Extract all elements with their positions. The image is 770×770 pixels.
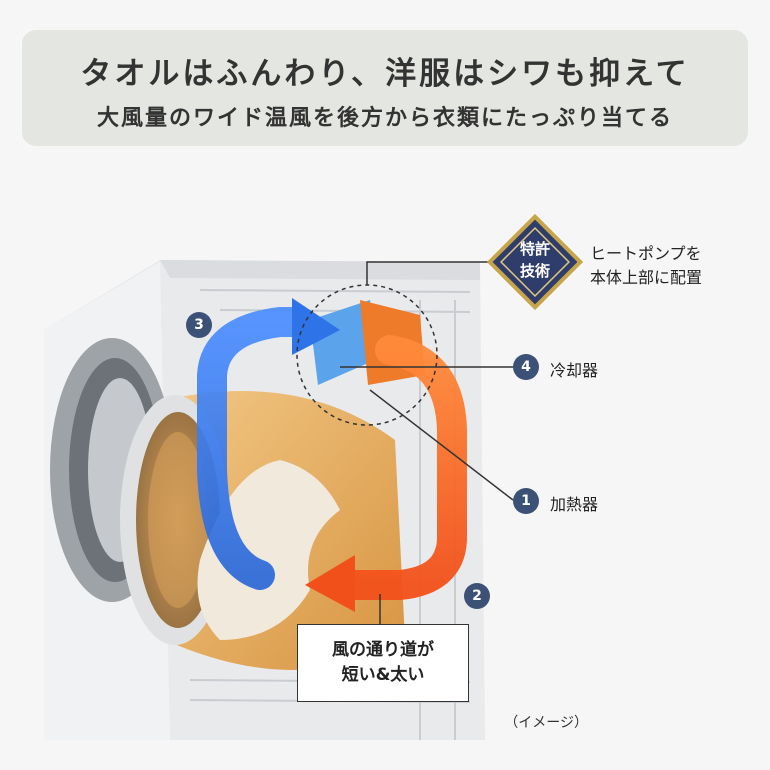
- airflow-callout-line1: 風の通り道が: [332, 639, 434, 660]
- badge-4: 4: [513, 354, 539, 380]
- badge-2: 2: [464, 583, 490, 609]
- heater-label: 加熱器: [550, 495, 599, 514]
- cooler-label: 冷却器: [550, 361, 599, 380]
- patent-line1: 特許: [519, 240, 550, 258]
- towel: [197, 460, 340, 640]
- patent-badge-text: 特許 技術: [510, 238, 560, 282]
- badge-1: 1: [513, 488, 539, 514]
- headline: タオルはふんわり、洋服はシワも抑えて: [80, 56, 690, 92]
- dryer-illustration: [44, 213, 584, 740]
- image-note: （イメージ）: [504, 715, 588, 731]
- leader-heater: [369, 389, 514, 501]
- header-banner: タオルはふんわり、洋服はシワも抑えて 大風量のワイド温風を後方から衣類にたっぷり…: [22, 30, 748, 146]
- airflow-callout: 風の通り道が 短い&太い: [297, 624, 469, 702]
- heat-pump-label-line1: ヒートポンプを: [590, 244, 702, 263]
- subheadline: 大風量のワイド温風を後方から衣類にたっぷり当てる: [96, 106, 673, 131]
- heat-pump-label-line2: 本体上部に配置: [590, 268, 703, 287]
- airflow-callout-line2: 短い&太い: [341, 665, 425, 685]
- patent-line2: 技術: [519, 262, 550, 280]
- heat-pump-label: ヒートポンプを 本体上部に配置: [590, 242, 702, 290]
- patent-badge: [486, 213, 584, 311]
- badge-3: 3: [186, 312, 212, 338]
- hot-air-arrow: [335, 335, 467, 600]
- cool-air-arrow: [197, 307, 315, 590]
